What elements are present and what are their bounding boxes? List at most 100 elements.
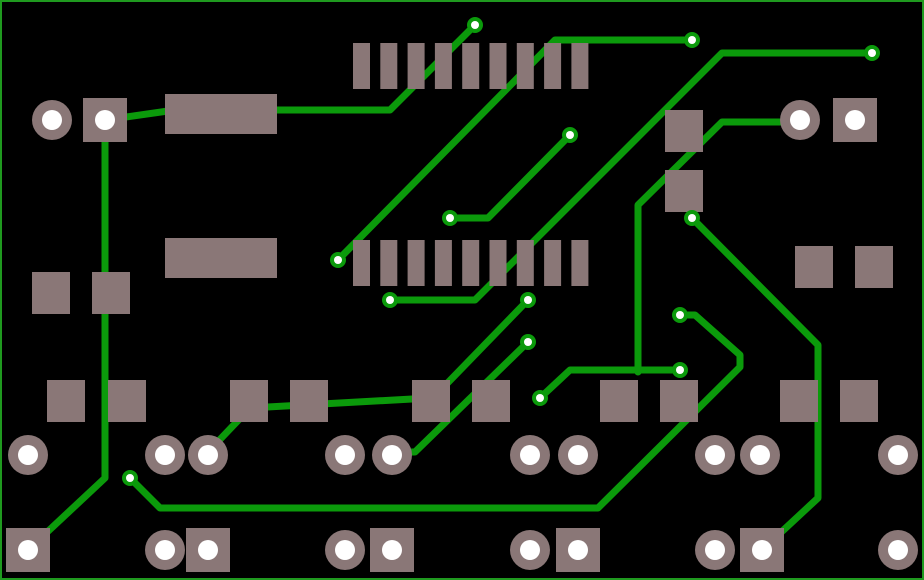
via-14	[122, 470, 138, 486]
via-drill	[536, 394, 544, 402]
via-10	[520, 334, 536, 350]
trace-2	[24, 116, 109, 554]
ic2-pin-5	[462, 240, 480, 286]
th-square-pad-2-drill	[845, 110, 865, 130]
th-round-pad-11	[740, 435, 780, 475]
smd-pad-4	[108, 380, 146, 422]
via-1	[467, 17, 483, 33]
via-3	[864, 45, 880, 61]
ic2-pin-7	[516, 240, 534, 286]
ic1-pin-2	[380, 43, 398, 89]
via-drill	[471, 21, 479, 29]
smd-pad-2	[92, 272, 130, 314]
via-drill	[688, 36, 696, 44]
ic1-pin-9	[571, 43, 589, 89]
th-round-pad-5-drill	[198, 445, 218, 465]
via-drill	[868, 49, 876, 57]
smd-pad-8	[472, 380, 510, 422]
via-9	[520, 292, 536, 308]
resistor-pad-top	[165, 94, 277, 134]
via-drill	[126, 474, 134, 482]
via-drill	[334, 256, 342, 264]
th-round-pad-5	[188, 435, 228, 475]
th-round-pad-15-drill	[520, 540, 540, 560]
th-square-pad-6	[556, 528, 600, 572]
th-round-pad-8-drill	[520, 445, 540, 465]
ic1-pin-3	[407, 43, 425, 89]
via-drill	[446, 214, 454, 222]
trace-3	[334, 36, 696, 264]
via-11	[672, 307, 688, 323]
th-round-pad-13	[145, 530, 185, 570]
th-round-pad-17-drill	[888, 540, 908, 560]
th-square-pad-4	[186, 528, 230, 572]
th-round-pad-11-drill	[750, 445, 770, 465]
via-8	[382, 292, 398, 308]
smd-pad-3	[47, 380, 85, 422]
th-round-pad-10-drill	[705, 445, 725, 465]
th-square-pad-5	[370, 528, 414, 572]
th-round-pad-4	[145, 435, 185, 475]
th-round-pad-16	[695, 530, 735, 570]
ic2-pin-3	[407, 240, 425, 286]
ic1-pin-8	[544, 43, 562, 89]
smd-pad-5	[230, 380, 268, 422]
th-square-pad-2	[833, 98, 877, 142]
via-13	[532, 390, 548, 406]
ic2-pin-2	[380, 240, 398, 286]
th-square-pad-7-drill	[752, 540, 772, 560]
via-drill	[524, 296, 532, 304]
ic2-pin-8	[544, 240, 562, 286]
th-round-pad-1-drill	[42, 110, 62, 130]
th-round-pad-13-drill	[155, 540, 175, 560]
via-drill	[688, 214, 696, 222]
th-round-pad-17	[878, 530, 918, 570]
smd-pad-7	[412, 380, 450, 422]
th-square-pad-4-drill	[198, 540, 218, 560]
th-round-pad-2-drill	[790, 110, 810, 130]
ic1-pin-5	[462, 43, 480, 89]
th-square-pad-7	[740, 528, 784, 572]
ic2-pin-9	[571, 240, 589, 286]
ic1-pin-4	[434, 43, 452, 89]
via-12	[672, 362, 688, 378]
ic2-pin-4	[434, 240, 452, 286]
via-drill	[566, 131, 574, 139]
trace-10	[536, 366, 684, 402]
th-round-pad-9	[558, 435, 598, 475]
via-7	[684, 210, 700, 226]
ic1-pin-7	[516, 43, 534, 89]
via-drill	[676, 366, 684, 374]
via-2	[684, 32, 700, 48]
th-round-pad-3	[8, 435, 48, 475]
th-round-pad-15	[510, 530, 550, 570]
smd-pad-1	[32, 272, 70, 314]
th-square-pad-5-drill	[382, 540, 402, 560]
th-round-pad-14-drill	[335, 540, 355, 560]
th-square-pad-6-drill	[568, 540, 588, 560]
ic2-pin-1	[353, 240, 370, 286]
th-square-pad-1-drill	[95, 110, 115, 130]
smd-pad-14	[855, 246, 893, 288]
th-round-pad-9-drill	[568, 445, 588, 465]
component-pads	[6, 43, 918, 572]
trace-1	[101, 21, 479, 124]
smd-pad-11	[665, 110, 703, 152]
via-drill	[524, 338, 532, 346]
via-5	[442, 210, 458, 226]
th-round-pad-14	[325, 530, 365, 570]
th-round-pad-12	[878, 435, 918, 475]
resistor-pad-bottom	[165, 238, 277, 278]
smd-pad-6	[290, 380, 328, 422]
trace-5	[386, 49, 876, 304]
via-4	[562, 127, 578, 143]
smd-pad-12	[665, 170, 703, 212]
th-round-pad-16-drill	[705, 540, 725, 560]
smd-pad-13	[795, 246, 833, 288]
th-round-pad-10	[695, 435, 735, 475]
smd-pad-10	[660, 380, 698, 422]
th-round-pad-7	[372, 435, 412, 475]
via-drill	[676, 311, 684, 319]
